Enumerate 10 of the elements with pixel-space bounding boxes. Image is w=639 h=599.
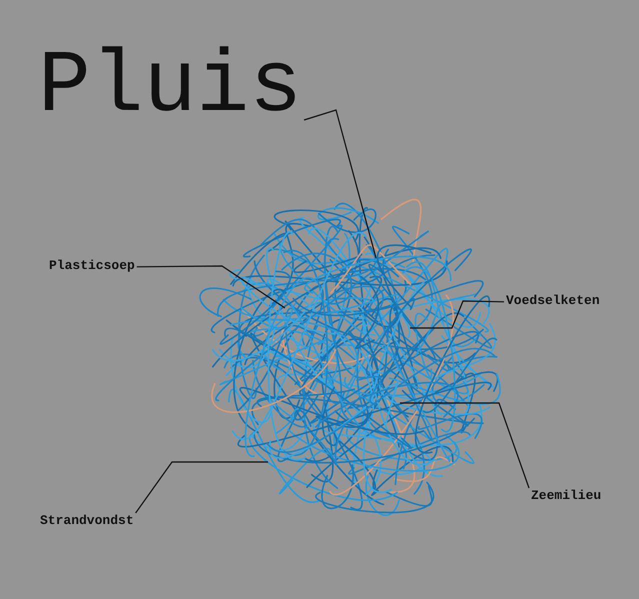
leader-line [400, 402, 530, 488]
leader-line [410, 300, 504, 329]
callout-label: Strandvondst [40, 513, 134, 529]
callout-label: Plasticsoep [49, 258, 135, 274]
title-label: Pluis [38, 44, 302, 132]
callout-label: Zeemilieu [531, 488, 602, 504]
leader-line [136, 265, 286, 308]
leader-line [304, 109, 377, 258]
leader-line [135, 461, 268, 514]
callout-label: Voedselketen [506, 293, 600, 309]
